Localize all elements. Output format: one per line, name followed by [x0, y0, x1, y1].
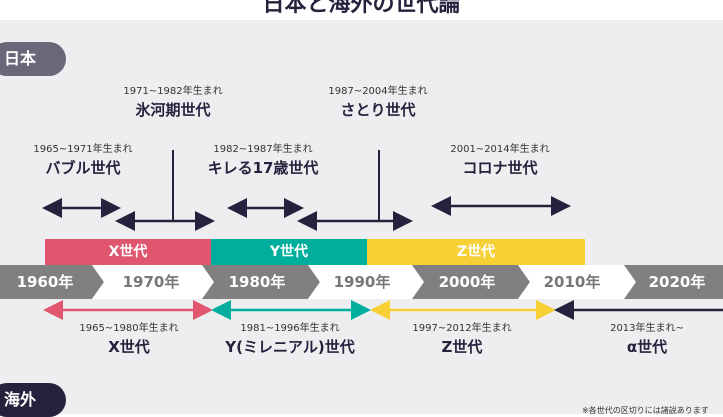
footnote: ※各世代の区切りには諸説あります — [582, 406, 709, 415]
decade-2010: 2010年 — [543, 273, 601, 291]
japan-range-arrows — [42, 150, 571, 231]
chevron-1990 — [308, 265, 424, 299]
bar-z: Z世代 — [367, 239, 585, 265]
japan-gen-hyogaki: 1971~1982年生まれ氷河期世代 — [123, 86, 223, 119]
decade-band — [0, 265, 723, 299]
chevron-1980 — [202, 265, 320, 299]
decade-2000: 2000年 — [438, 273, 496, 291]
chevron-2010 — [518, 265, 636, 299]
japan-gen-satori: 1987~2004年生まれさとり世代 — [328, 86, 428, 119]
chevron-1960 — [0, 265, 104, 299]
bar-x: X世代 — [45, 239, 211, 265]
chevron-2000 — [412, 265, 530, 299]
chevron-1970 — [92, 265, 214, 299]
japan-gen-corona: 2001~2014年生まれコロナ世代 — [450, 144, 550, 177]
decade-1960: 1960年 — [16, 273, 74, 291]
page-title: 日本と海外の世代論 — [262, 0, 461, 17]
chevron-2020 — [624, 265, 723, 299]
decade-1980: 1980年 — [228, 273, 286, 291]
japan-gen-kireru: 1982~1987年生まれキレる17歳世代 — [207, 144, 319, 177]
section-overseas-label: 海外 — [0, 383, 66, 417]
bar-y: Y世代 — [211, 239, 367, 265]
overseas-gen-alpha: 2013年生まれ~α世代 — [610, 323, 684, 356]
decade-2020: 2020年 — [648, 273, 706, 291]
japan-gen-bubble: 1965~1971年生まれバブル世代 — [33, 144, 133, 177]
decade-1990: 1990年 — [333, 273, 391, 291]
section-japan-label: 日本 — [0, 42, 66, 76]
decade-1970: 1970年 — [122, 273, 180, 291]
